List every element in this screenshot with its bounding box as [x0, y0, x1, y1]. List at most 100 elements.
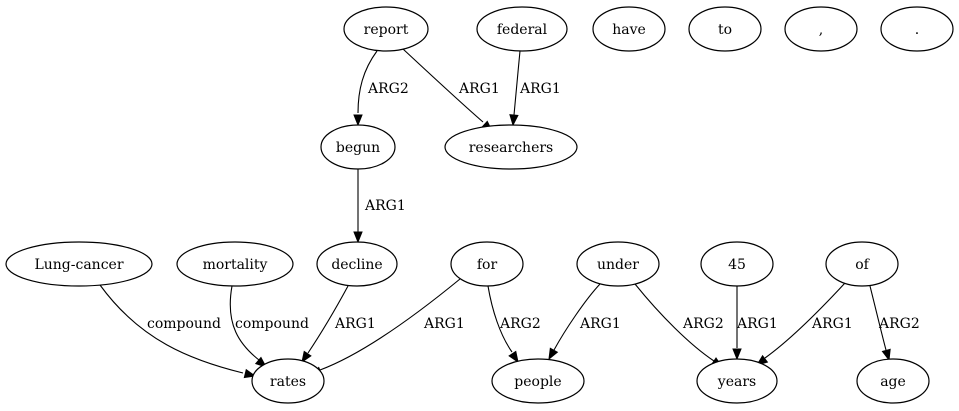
- arrowhead: [508, 350, 519, 364]
- node-age: age: [856, 358, 930, 404]
- edge-label: compound: [147, 316, 221, 332]
- edge-line: [764, 282, 846, 359]
- node-researchers: researchers: [444, 124, 578, 170]
- node-lungcancer: Lung-cancer: [5, 241, 153, 287]
- edge-line: [869, 285, 887, 351]
- node-n45: 45: [700, 241, 774, 287]
- node-shape: [320, 124, 396, 170]
- node-label: for: [477, 257, 498, 273]
- node-shape: [696, 358, 778, 404]
- node-label: have: [612, 22, 646, 38]
- node-shape: [251, 358, 325, 404]
- edge-label: ARG1: [519, 81, 561, 97]
- node-for: for: [450, 241, 524, 287]
- edge-label: ARG2: [878, 316, 920, 332]
- edge-label: ARG2: [682, 316, 724, 332]
- edge-line: [229, 285, 260, 361]
- node-label: people: [514, 374, 561, 390]
- node-people: people: [491, 358, 585, 404]
- node-comma: ,: [784, 6, 858, 52]
- node-shape: [444, 124, 578, 170]
- node-label: report: [364, 22, 409, 38]
- node-label: age: [880, 374, 906, 390]
- node-shape: [316, 241, 398, 287]
- edge-for-people: ARG2: [487, 285, 541, 364]
- edge-label: ARG1: [458, 81, 500, 97]
- node-label: researchers: [469, 140, 554, 156]
- edge-label: compound: [235, 316, 309, 332]
- edge-label: ARG1: [423, 316, 465, 332]
- node-mortality: mortality: [176, 241, 294, 287]
- edge-line: [99, 284, 244, 374]
- node-shape: [343, 6, 429, 52]
- node-label: federal: [497, 22, 548, 38]
- edge-federal-researchers: ARG1: [509, 50, 561, 127]
- node-label: ,: [819, 22, 823, 38]
- edge-report-researchers: ARG1: [402, 48, 500, 132]
- node-label: of: [855, 257, 870, 273]
- edge-begun-decline: ARG1: [353, 169, 406, 244]
- arrowhead: [301, 350, 312, 364]
- node-rates: rates: [251, 358, 325, 404]
- node-federal: federal: [476, 6, 568, 52]
- node-shape: [476, 6, 568, 52]
- arrowhead: [732, 348, 742, 361]
- node-label: 45: [728, 257, 746, 273]
- edge-n45-years: ARG1: [732, 286, 778, 361]
- edge-report-begun: ARG2: [353, 50, 409, 127]
- arrowhead: [881, 348, 891, 362]
- node-to: to: [688, 6, 762, 52]
- node-shape: [688, 6, 762, 52]
- node-shape: [784, 6, 858, 52]
- node-begun: begun: [320, 124, 396, 170]
- edge-line: [553, 283, 601, 351]
- node-shape: [576, 241, 660, 287]
- node-shape: [176, 241, 294, 287]
- edge-of-age: ARG2: [869, 285, 920, 362]
- edge-under-years: ARG2: [634, 283, 724, 368]
- edge-line: [357, 50, 378, 114]
- edge-mortality-rates: compound: [229, 285, 309, 368]
- node-years: years: [696, 358, 778, 404]
- node-shape: [880, 6, 954, 52]
- edge-under-people: ARG1: [548, 283, 621, 361]
- node-of: of: [825, 241, 899, 287]
- node-decline: decline: [316, 241, 398, 287]
- edge-line: [487, 285, 513, 353]
- edge-label: ARG2: [499, 316, 541, 332]
- edge-label: ARG2: [367, 81, 409, 97]
- node-shape: [450, 241, 524, 287]
- node-shape: [856, 358, 930, 404]
- arrowhead: [353, 114, 363, 127]
- node-label: Lung-cancer: [34, 257, 123, 273]
- arrowhead: [353, 231, 363, 244]
- edge-lungcancer-rates: compound: [99, 284, 257, 379]
- edge-label: ARG1: [364, 198, 406, 214]
- node-shape: [592, 6, 666, 52]
- edge-label: ARG1: [579, 316, 621, 332]
- node-label: mortality: [203, 257, 268, 273]
- node-period: .: [880, 6, 954, 52]
- node-under: under: [576, 241, 660, 287]
- edge-line: [634, 283, 715, 362]
- arrowhead: [548, 347, 559, 361]
- node-label: begun: [336, 140, 380, 156]
- node-have: have: [592, 6, 666, 52]
- edge-decline-rates: ARG1: [301, 285, 376, 364]
- edge-label: ARG1: [334, 316, 376, 332]
- edge-label: ARG1: [736, 316, 778, 332]
- edge-line: [402, 48, 484, 123]
- node-shape: [825, 241, 899, 287]
- node-label: to: [718, 22, 732, 38]
- edge-line: [307, 285, 349, 354]
- arrowhead: [243, 368, 257, 379]
- node-shape: [700, 241, 774, 287]
- node-label: under: [597, 257, 639, 273]
- arrowhead: [509, 114, 519, 127]
- edge-line: [319, 278, 461, 371]
- edge-label: ARG1: [811, 316, 853, 332]
- node-label: decline: [331, 257, 382, 273]
- node-shape: [5, 241, 153, 287]
- node-shape: [491, 358, 585, 404]
